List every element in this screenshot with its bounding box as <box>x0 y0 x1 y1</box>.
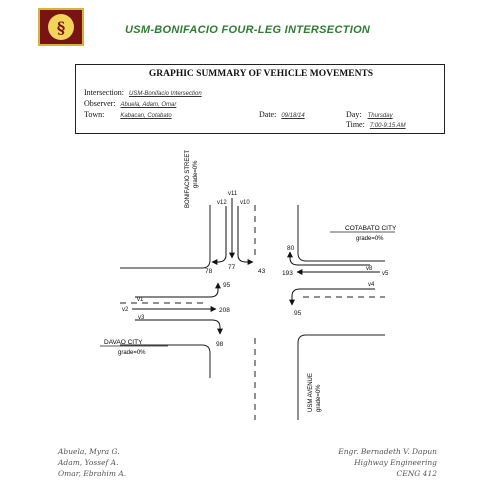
label-v3: v3 <box>138 315 145 321</box>
north-street-name: BONIFACIO STREET <box>185 150 191 208</box>
road-edges <box>120 205 385 420</box>
intersection-row: Intersection: USM-Bonifacio Intersection <box>84 88 202 97</box>
north-street-grade: grade=0% <box>193 160 199 188</box>
count-west-through: 208 <box>219 307 230 314</box>
arrow-v8-right <box>287 251 370 266</box>
arrow-v3-right <box>135 319 223 335</box>
arrow-v4-left <box>289 288 375 306</box>
west-street-name: DAVAO CITY <box>104 339 143 346</box>
south-street-grade: grade=0% <box>316 384 322 412</box>
curb-ne <box>297 205 385 262</box>
count-north-left: 78 <box>205 268 213 275</box>
count-east-left: 95 <box>294 310 302 317</box>
town-value: Kabacan, Cotabato <box>120 113 172 119</box>
day-value: Thursday <box>367 113 393 119</box>
east-street-name: COTABATO CITY <box>345 225 397 232</box>
observer-row: Observer: Abuela, Adam, Omar <box>84 99 176 108</box>
students-list: Abuela, Myra G. Adam, Yossef A. Omar, Eb… <box>58 446 126 479</box>
count-east-through: 193 <box>282 270 293 277</box>
west-approach-arrows <box>132 282 223 335</box>
label-v11: v11 <box>228 191 238 197</box>
east-approach-arrows <box>287 251 380 306</box>
count-north-right: 43 <box>258 268 266 275</box>
date-row: Date: 09/18/14 <box>259 110 305 119</box>
town-label: Town: <box>84 110 105 119</box>
time-row: Time: 7:00-9:15 AM <box>346 120 406 129</box>
course-code: CENG 412 <box>396 469 437 478</box>
student-name: Omar, Ebrahim A. <box>58 469 127 478</box>
date-value: 09/18/14 <box>281 113 305 119</box>
label-v4: v4 <box>368 282 375 288</box>
seal-icon: § <box>48 14 74 40</box>
arrow-v10-left <box>237 206 254 265</box>
observer-value: Abuela, Adam, Omar <box>120 102 177 108</box>
time-label: Time: <box>346 120 365 129</box>
course-title: Highway Engineering <box>354 458 437 467</box>
center-lines <box>120 205 385 420</box>
curb-nw <box>120 205 211 269</box>
label-v8: v8 <box>366 266 373 272</box>
day-label: Day: <box>346 110 362 119</box>
label-v1: v1 <box>137 297 144 303</box>
label-v2: v2 <box>122 307 129 313</box>
north-approach-arrows <box>211 198 254 265</box>
intersection-label: Intersection: <box>84 88 124 97</box>
observer-label: Observer: <box>84 99 116 108</box>
page-title: USM-BONIFACIO FOUR-LEG INTERSECTION <box>125 24 371 36</box>
east-street-grade: grade=0% <box>356 236 384 242</box>
west-street-grade: grade=0% <box>118 350 146 356</box>
label-v12: v12 <box>217 200 227 206</box>
time-value: 7:00-9:15 AM <box>369 123 406 129</box>
instructor-block: Engr. Bernadeth V. Dapun Highway Enginee… <box>338 446 437 479</box>
count-west-left: 95 <box>223 282 231 289</box>
student-name: Adam, Yossef A. <box>58 458 119 467</box>
day-row: Day: Thursday <box>346 110 393 119</box>
label-v5: v5 <box>382 271 389 277</box>
intersection-value: USM-Bonifacio Intersection <box>128 91 202 97</box>
summary-form: GRAPHIC SUMMARY OF VEHICLE MOVEMENTS Int… <box>75 64 445 134</box>
student-name: Abuela, Myra G. <box>58 447 120 456</box>
curb-sw <box>120 344 211 378</box>
count-east-right: 80 <box>287 245 295 252</box>
town-row: Town: Kabacan, Cotabato <box>84 110 172 119</box>
instructor-name: Engr. Bernadeth V. Dapun <box>338 447 437 456</box>
curb-se <box>297 334 385 420</box>
date-label: Date: <box>259 110 277 119</box>
south-street-name: USM AVENUE <box>308 373 314 412</box>
count-north-through: 77 <box>228 264 236 271</box>
arrow-v1-left <box>135 282 221 298</box>
form-title: GRAPHIC SUMMARY OF VEHICLE MOVEMENTS <box>148 69 374 79</box>
arrow-v12-right <box>211 206 227 265</box>
university-logo: § <box>38 8 84 46</box>
count-west-right: 98 <box>216 341 224 348</box>
label-v10: v10 <box>240 200 250 206</box>
